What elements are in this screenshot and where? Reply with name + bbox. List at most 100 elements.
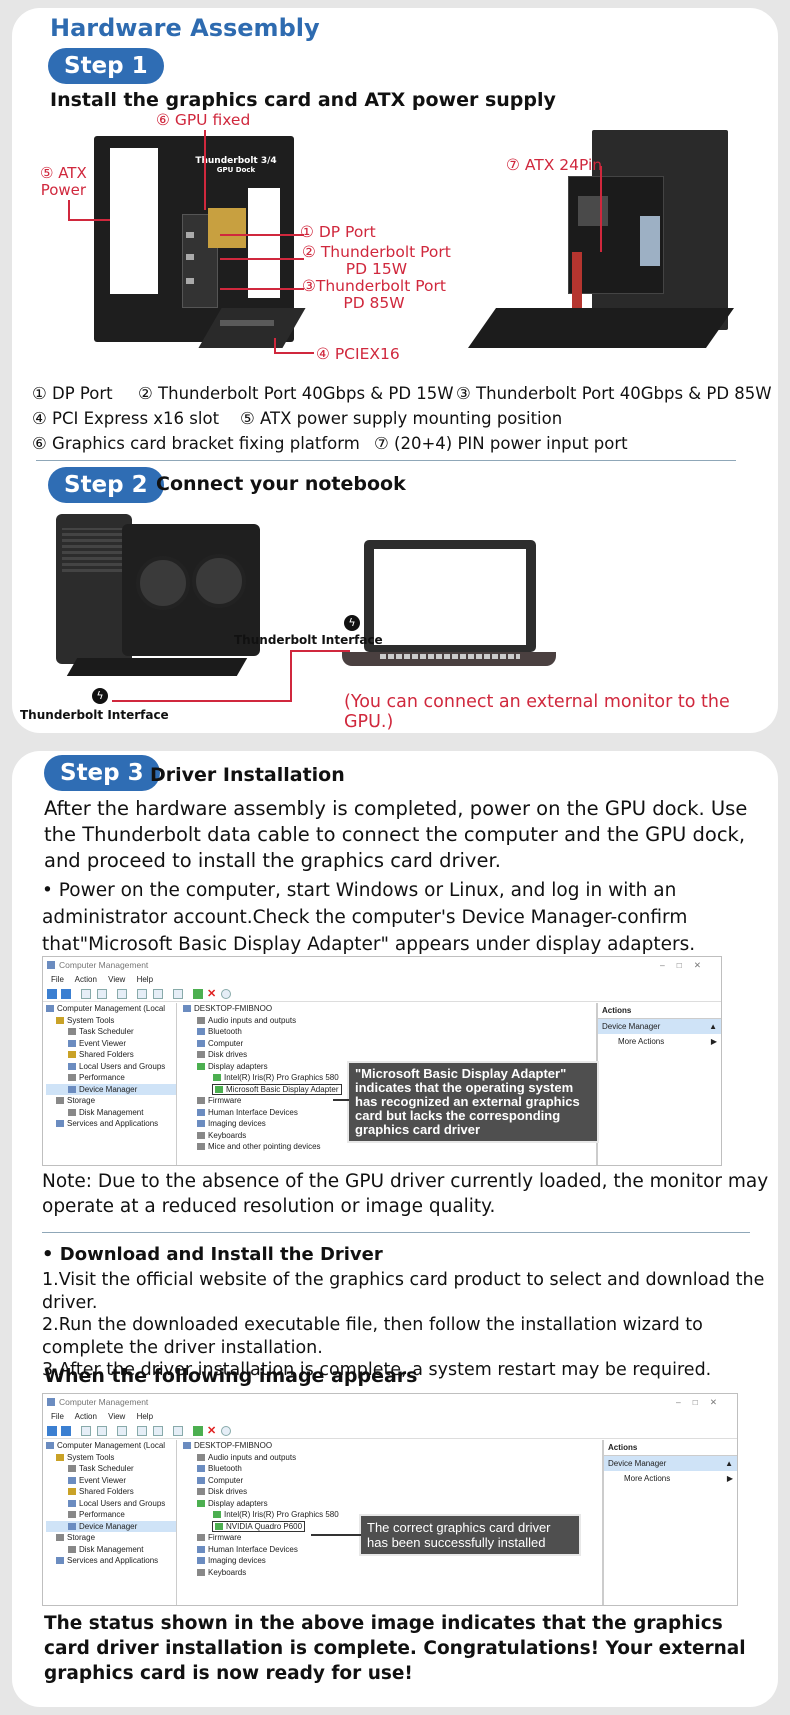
help-icon[interactable] [137,1426,147,1436]
menu-file[interactable]: File [51,1412,64,1421]
device-item-nvidia[interactable]: NVIDIA Quadro P600 [183,1520,602,1533]
gpu-fan-icon [192,554,246,608]
tree-item[interactable]: Storage [46,1532,176,1544]
view-icon[interactable] [153,989,163,999]
menu-help[interactable]: Help [136,1412,154,1421]
step1-heading: Install the graphics card and ATX power … [50,89,556,111]
device-item-basic-adapter[interactable]: Microsoft Basic Display Adapter [183,1083,596,1096]
tree-item[interactable]: Performance [46,1072,176,1084]
tree-item[interactable]: Local Users and Groups [46,1061,176,1073]
device-item[interactable]: Bluetooth [183,1026,596,1038]
menu-action[interactable]: Action [74,1412,97,1421]
callout-gpu-fixed: ⑥ GPU fixed [156,111,251,129]
tree-item[interactable]: Shared Folders [46,1049,176,1061]
tree-item[interactable]: Disk Management [46,1544,176,1556]
bullet-device-manager: • Power on the computer, start Windows o… [42,880,696,955]
view-icon[interactable] [97,989,107,999]
uninstall-icon[interactable]: ✕ [207,1425,217,1437]
folder-icon[interactable] [81,1426,91,1436]
tree-item[interactable]: Local Users and Groups [46,1498,176,1510]
device-item[interactable]: Imaging devices [183,1118,596,1130]
tree-item[interactable]: Storage [46,1095,176,1107]
legend-atx-pin: ⑦ (20+4) PIN power input port [374,434,628,453]
tree-item[interactable]: Performance [46,1509,176,1521]
step2-pill: Step 2 [48,467,164,503]
device-item[interactable]: Human Interface Devices [183,1544,602,1556]
dock-base [66,658,248,676]
scan-icon[interactable] [221,989,231,999]
help-icon[interactable] [137,989,147,999]
tree-item[interactable]: Computer Management (Local [46,1440,176,1452]
tree-item[interactable]: Services and Applications [46,1118,176,1130]
view-icon[interactable] [153,1426,163,1436]
actions-header: Actions [598,1003,721,1019]
device-item[interactable]: Keyboards [183,1130,596,1142]
view-icon[interactable] [97,1426,107,1436]
window-controls[interactable]: –□✕ [660,960,713,970]
actions-more[interactable]: More Actions▶ [624,1474,733,1483]
device-item[interactable]: Bluetooth [183,1463,602,1475]
tree-item[interactable]: Event Viewer [46,1038,176,1050]
device-item[interactable]: Audio inputs and outputs [183,1452,602,1464]
device-item-display-adapters[interactable]: Display adapters [183,1498,602,1510]
device-item-display-adapters[interactable]: Display adapters [183,1061,596,1073]
scan-icon[interactable] [221,1426,231,1436]
device-item[interactable]: Human Interface Devices [183,1107,596,1119]
device-item[interactable]: Intel(R) Iris(R) Pro Graphics 580 [183,1509,602,1521]
download-step-3: 3.After the driver installation is compl… [42,1360,712,1380]
tree-item[interactable]: Task Scheduler [46,1026,176,1038]
tree-item[interactable]: Shared Folders [46,1486,176,1498]
actions-more[interactable]: More Actions▶ [618,1037,717,1046]
divider [42,1232,750,1233]
device-item[interactable]: Firmware [183,1532,602,1544]
forward-icon[interactable] [61,989,71,999]
window-controls[interactable]: –□✕ [676,1397,729,1407]
properties-icon[interactable] [117,989,127,999]
device-item[interactable]: Computer [183,1475,602,1487]
device-item[interactable]: Audio inputs and outputs [183,1015,596,1027]
actions-device-manager[interactable]: Device Manager▲ [598,1019,721,1034]
uninstall-icon[interactable]: ✕ [207,988,217,1000]
tree-item[interactable]: Task Scheduler [46,1463,176,1475]
tree-item[interactable]: Computer Management (Local [46,1003,176,1015]
menu-file[interactable]: File [51,975,64,984]
device-item[interactable]: DESKTOP-FMIBNOO [183,1440,602,1452]
thunderbolt-port-icon [186,254,194,260]
back-icon[interactable] [47,989,57,999]
update-driver-icon[interactable] [193,1426,203,1436]
menu-view[interactable]: View [108,1412,126,1421]
properties-icon[interactable] [117,1426,127,1436]
tree-item[interactable]: System Tools [46,1015,176,1027]
tree-item-device-manager[interactable]: Device Manager [46,1520,176,1532]
menu-view[interactable]: View [108,975,126,984]
device-item[interactable]: DESKTOP-FMIBNOO [183,1003,596,1015]
device-item[interactable]: Intel(R) Iris(R) Pro Graphics 580 [183,1072,596,1084]
tree-item-device-manager[interactable]: Device Manager [46,1083,176,1095]
menu-help[interactable]: Help [136,975,154,984]
actions-device-manager[interactable]: Device Manager▲ [604,1456,737,1471]
device-item[interactable]: Computer [183,1038,596,1050]
device-item[interactable]: Disk drives [183,1049,596,1061]
menu-action[interactable]: Action [74,975,97,984]
actions-pane: Actions Device Manager▲ More Actions▶ [603,1440,737,1605]
monitor-icon[interactable] [173,989,183,999]
app-icon [47,961,55,969]
update-driver-icon[interactable] [193,989,203,999]
tree-item[interactable]: System Tools [46,1452,176,1464]
back-icon[interactable] [47,1426,57,1436]
device-item[interactable]: Mice and other pointing devices [183,1141,596,1153]
device-item[interactable]: Disk drives [183,1486,602,1498]
forward-icon[interactable] [61,1426,71,1436]
device-item[interactable]: Keyboards [183,1567,602,1579]
step1-pill: Step 1 [48,48,164,84]
computer-management-window: Computer Management –□✕ File Action View… [42,1393,738,1606]
folder-icon[interactable] [81,989,91,999]
tree-item[interactable]: Event Viewer [46,1475,176,1487]
device-item[interactable]: Firmware [183,1095,596,1107]
legend-bracket: ⑥ Graphics card bracket fixing platform [32,434,360,453]
tree-item[interactable]: Disk Management [46,1107,176,1119]
monitor-icon[interactable] [173,1426,183,1436]
device-item[interactable]: Imaging devices [183,1555,602,1567]
divider [36,460,736,461]
tree-item[interactable]: Services and Applications [46,1555,176,1567]
